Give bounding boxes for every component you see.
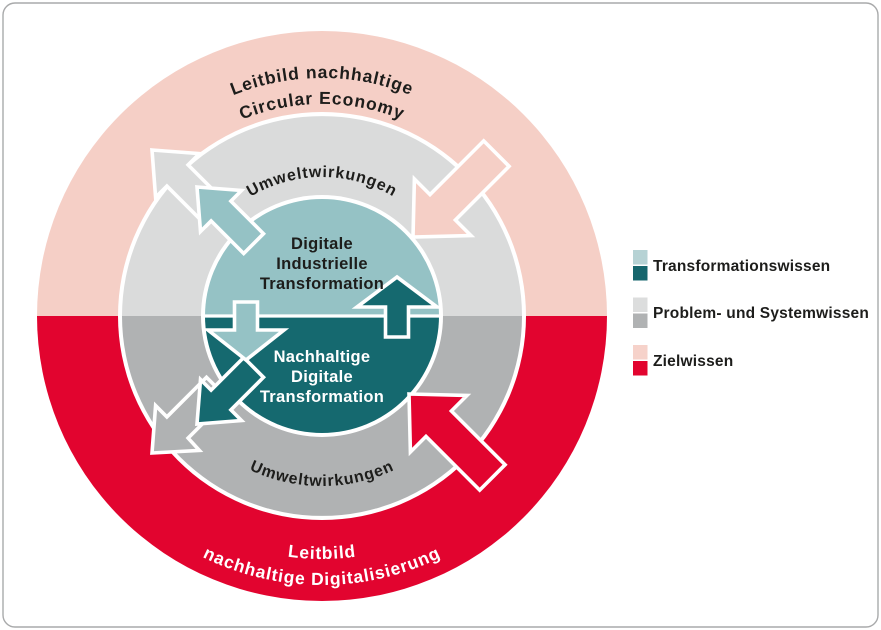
- inner-bottom-label: Nachhaltige Digitale Transformation: [260, 348, 384, 406]
- outer-bottom-label-line1: Leitbild: [287, 541, 357, 563]
- arrow-inward-upper-right-icon: [411, 138, 512, 239]
- legend-swatch-gray-dark: [633, 313, 648, 328]
- arrow-down-center-icon: [202, 300, 290, 363]
- legend-swatch-gray-light: [633, 297, 648, 312]
- inner-top-label-line2: Industrielle: [276, 255, 368, 273]
- arrow-outward-upper-left-inner-icon: [195, 185, 267, 257]
- inner-top-label: Digitale Industrielle Transformation: [260, 235, 384, 293]
- legend-swatch-pink: [633, 345, 648, 360]
- legend-label-problem-systemwissen: Problem- und Systemwissen: [653, 305, 869, 322]
- legend-swatch-teal-light: [633, 250, 648, 265]
- arrow-up-center-icon: [351, 274, 443, 339]
- legend-label-zielwissen: Zielwissen: [653, 353, 733, 370]
- inner-circle-top-teal: [205, 199, 439, 316]
- arrow-inward-lower-right-icon: [407, 392, 508, 493]
- arrow-outward-lower-left-inner-icon: [195, 354, 267, 426]
- legend-item-zielwissen: Zielwissen: [633, 345, 733, 376]
- legend-item-transformationswissen: Transformationswissen: [633, 250, 830, 281]
- legend-label-transformationswissen: Transformationswissen: [653, 258, 830, 275]
- inner-bottom-label-line2: Digitale: [291, 368, 353, 386]
- legend-swatch-teal-dark: [633, 266, 648, 281]
- legend-swatch-red: [633, 361, 648, 376]
- inner-bottom-label-line1: Nachhaltige: [274, 348, 371, 366]
- inner-bottom-label-line3: Transformation: [260, 388, 384, 406]
- legend-item-problem-systemwissen: Problem- und Systemwissen: [633, 297, 869, 328]
- inner-top-label-line3: Transformation: [260, 275, 384, 293]
- legend: Transformationswissen Problem- und Syste…: [633, 250, 869, 376]
- inner-top-label-line1: Digitale: [291, 235, 353, 253]
